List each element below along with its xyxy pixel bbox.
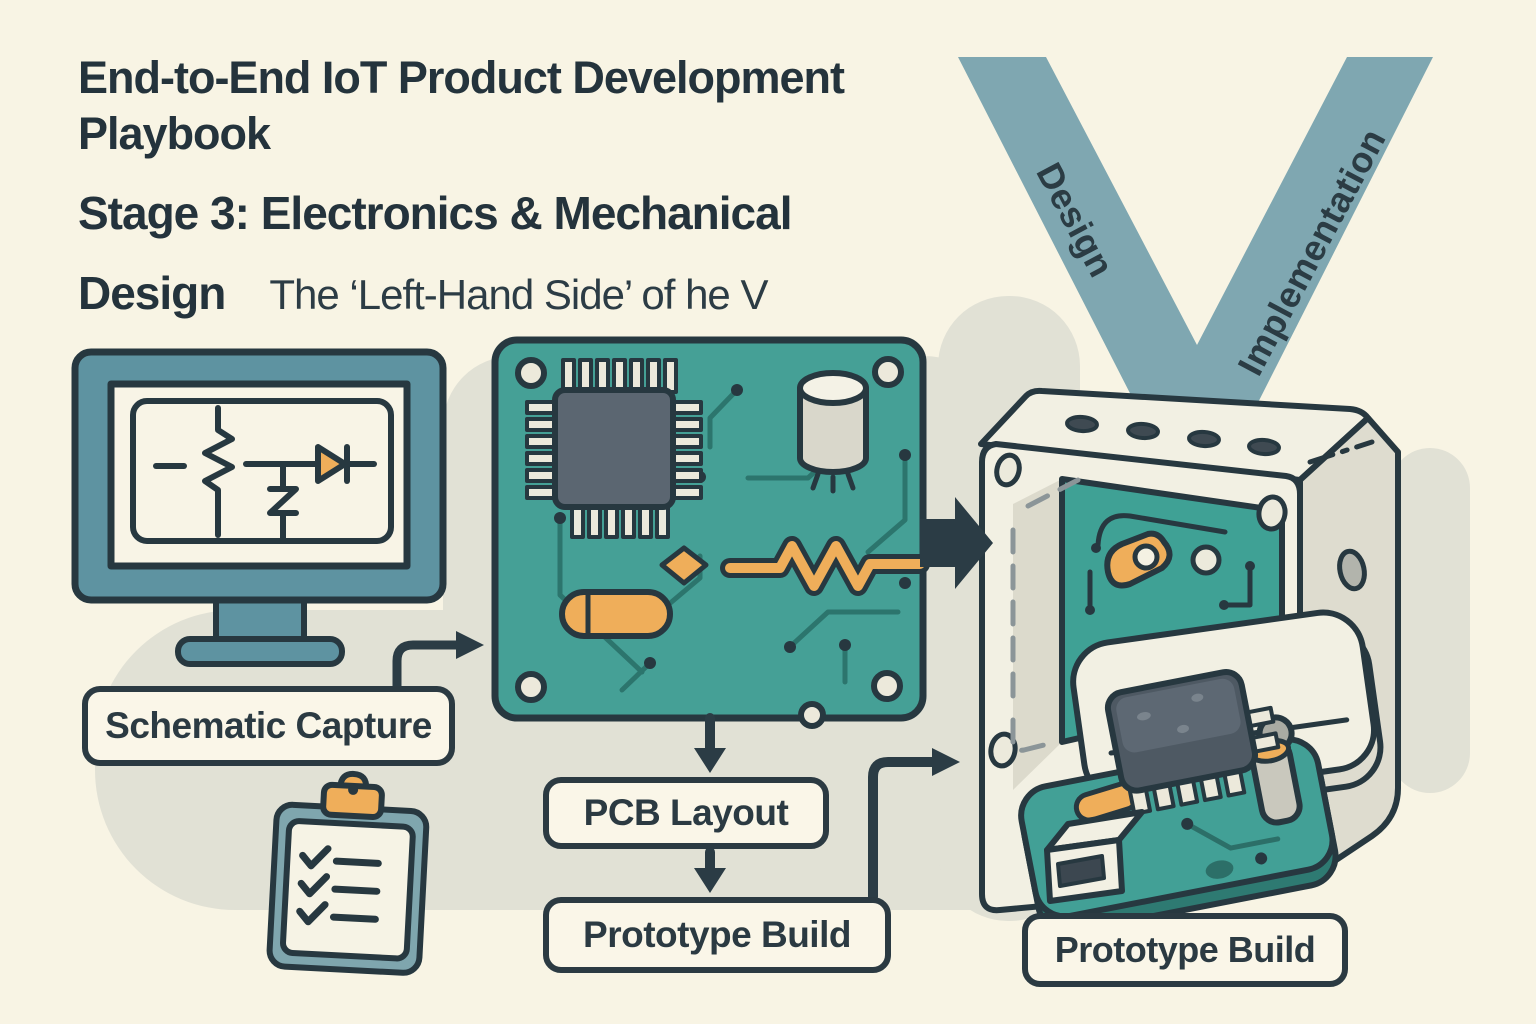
cavity-traces (1087, 513, 1253, 609)
page-title-line1: End-to-End IoT Product Development (78, 52, 845, 103)
schematic-symbols (153, 405, 377, 543)
cavity-vias (1085, 543, 1255, 615)
checklist-clipboard-icon (266, 770, 430, 976)
mcu-chip-icon (525, 358, 703, 539)
pcb-corner-pads (515, 356, 904, 729)
down-arrow-pcb-to-layout (694, 713, 726, 773)
device-chip-icon (1104, 669, 1281, 816)
checklist-items (296, 845, 382, 926)
curve-arrow-to-pcb (392, 631, 484, 693)
capsule-component-icon (559, 589, 673, 639)
monitor-schematic-icon (71, 348, 447, 667)
resistor-zigzag-icon (720, 536, 930, 596)
corner-arrow-to-device (868, 748, 960, 902)
down-arrow-layout-to-prototype (694, 847, 726, 893)
flow-box-schematic-capture: Schematic Capture (82, 686, 455, 766)
stage-title-word: Design (78, 267, 226, 319)
flow-arrows (392, 631, 726, 893)
big-arrow-pcb-to-enclosure (920, 497, 993, 589)
prototype-device-icon (1018, 609, 1384, 936)
flow-box-prototype-build: Prototype Build (543, 897, 891, 973)
pcb-board-icon (491, 336, 930, 729)
stage-title-line1: Stage 3: Electronics & Mechanical (78, 187, 793, 239)
flow-box-pcb-layout: PCB Layout (543, 777, 829, 849)
pcb-traces (557, 389, 908, 693)
stage-title-line2: Design The ‘Left-Hand Side’ of he V (78, 264, 978, 324)
diamond-component-icon (659, 545, 709, 586)
page-title-line2: Playbook (78, 108, 271, 159)
cavity-sensor-icon (1104, 530, 1173, 589)
stage-subtitle: The ‘Left-Hand Side’ of he V (269, 271, 768, 318)
enclosure-top-vents (1065, 414, 1281, 457)
schematic-frame (130, 398, 394, 544)
enclosure-edge-dashes (1307, 439, 1375, 465)
usb-connector-icon (1044, 809, 1145, 904)
enclosure-hidden-edges (1010, 477, 1081, 753)
flow-box-prototype-build-2: Prototype Build (1022, 913, 1348, 987)
cavity-pad (1190, 544, 1222, 576)
title-block: End-to-End IoT Product Development Playb… (78, 50, 978, 324)
capacitor-cylinder-icon (797, 370, 869, 494)
device-board (1018, 669, 1339, 936)
enclosure-screw-holes (988, 452, 1288, 769)
v-model-band (958, 57, 1433, 448)
